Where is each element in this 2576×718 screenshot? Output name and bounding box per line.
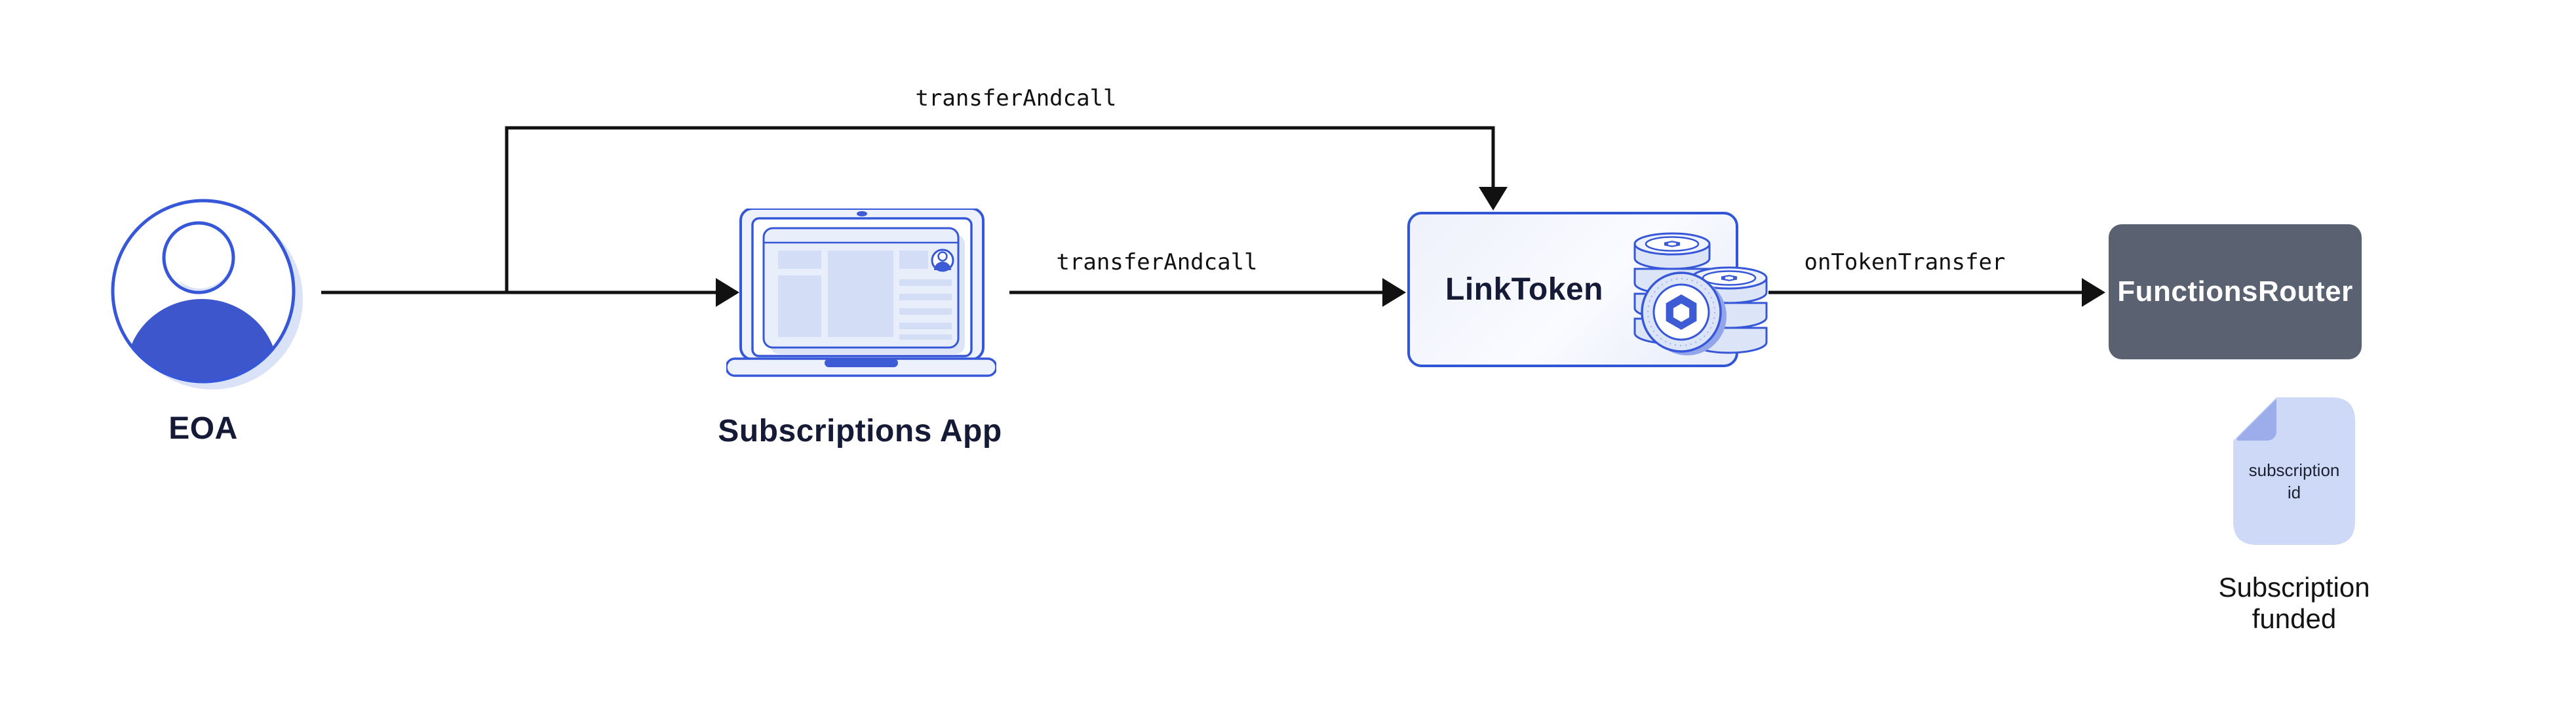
app-user-avatar-icon (931, 249, 954, 272)
subscription-id-text: subscription id (2233, 459, 2355, 504)
arrowhead-into-linktoken-top (1479, 187, 1508, 210)
arrowhead-into-app (716, 278, 739, 307)
chainlink-hexagon-logo (1666, 294, 1697, 330)
arrowhead-into-router (2082, 278, 2105, 307)
coins-icon (1633, 232, 1768, 355)
user-avatar-icon (111, 199, 303, 389)
subscription-funded-line1: Subscription (2218, 572, 2370, 603)
linktoken-label: LinkToken (1445, 272, 1603, 307)
functionsrouter-label: FunctionsRouter (2117, 275, 2353, 308)
document-icon (2233, 397, 2355, 545)
functionsrouter-node: FunctionsRouter (2109, 224, 2362, 359)
subscription-id-line1: subscription (2248, 460, 2340, 480)
document-folded-corner (2236, 399, 2276, 441)
subscription-id-line2: id (2287, 483, 2301, 502)
subscription-funded-caption: Subscription funded (2183, 572, 2406, 635)
arrowhead-into-linktoken (1382, 278, 1406, 307)
edge-branch-to-linktoken-top (505, 126, 1495, 292)
laptop-base-notch (825, 359, 898, 367)
subscriptions-app-label: Subscriptions App (718, 414, 1002, 449)
app-screen-content-blocks (778, 250, 952, 340)
laptop-camera-dot (857, 211, 867, 216)
eoa-label: EOA (168, 411, 238, 446)
edge-label-transferandcall-mid: transferAndcall (1056, 249, 1258, 275)
subscription-funded-line2: funded (2252, 603, 2337, 634)
laptop-icon (726, 209, 996, 377)
edge-label-ontokentransfer: onTokenTransfer (1804, 249, 2006, 275)
edge-label-transferandcall-top: transferAndcall (915, 85, 1117, 111)
